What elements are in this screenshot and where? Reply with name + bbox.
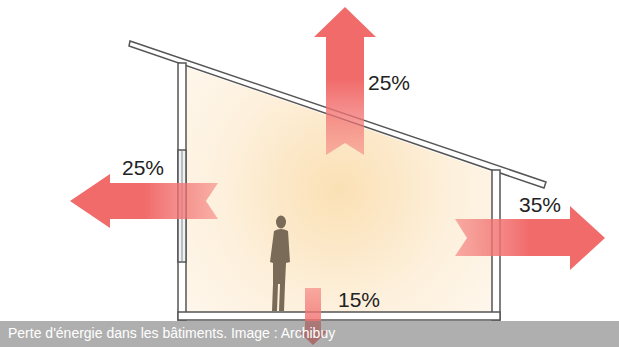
wall-loss-arrow [455, 206, 605, 270]
window-percentage: 25% [122, 157, 164, 178]
roof-loss-arrow [314, 7, 376, 155]
image-caption: Perte d'énergie dans les bâtiments. Imag… [8, 326, 335, 340]
person-silhouette [270, 216, 290, 312]
floor-slab [178, 312, 500, 320]
roof-percentage: 25% [368, 72, 410, 93]
floor-percentage: 15% [338, 289, 380, 310]
wall-percentage: 35% [519, 194, 561, 215]
wall-window-loss-arrow [70, 174, 218, 228]
